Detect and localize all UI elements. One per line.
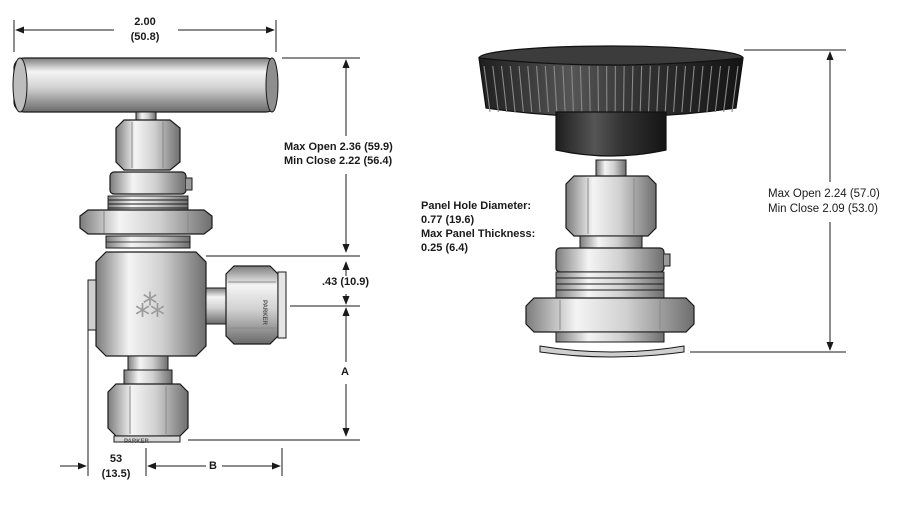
- knurl-ridge: [598, 66, 599, 112]
- left-valve: ⁂: [13, 58, 286, 442]
- bottom-offset-mm: (13.5): [96, 467, 136, 481]
- panel-hole-label: Panel Hole Diameter:: [421, 199, 531, 213]
- dim-a-label: A: [341, 365, 349, 379]
- center-offset: .43 (10.9): [322, 275, 369, 289]
- bottom-port-fitting: [108, 356, 188, 442]
- right-max-open: Max Open 2.24 (57.0): [768, 187, 880, 201]
- t-handle: [13, 58, 278, 112]
- panel-thickness-label: Max Panel Thickness:: [421, 227, 535, 241]
- knurled-knob: [479, 46, 743, 117]
- handle-width-mm: (50.8): [110, 30, 180, 44]
- left-min-close: Min Close 2.22 (56.4): [284, 154, 392, 168]
- svg-text:⁂: ⁂: [135, 290, 165, 323]
- dim-b-label: B: [209, 459, 217, 473]
- handle-width-inch: 2.00: [110, 15, 180, 29]
- right-min-close: Min Close 2.09 (53.0): [768, 202, 878, 216]
- panel-thickness-value: 0.25 (6.4): [421, 241, 468, 255]
- panel-nut: [80, 210, 212, 234]
- valve-body: ⁂: [88, 252, 206, 356]
- panel-hole-value: 0.77 (19.6): [421, 213, 474, 227]
- panel-threads: [556, 272, 664, 298]
- upper-hex-nut: [116, 120, 180, 170]
- left-max-open: Max Open 2.36 (59.9): [284, 140, 393, 154]
- bottom-offset-inch: 53: [96, 452, 136, 466]
- bottom-port-marking: PARKER: [124, 435, 149, 449]
- side-port-marking: PARKER: [257, 300, 271, 325]
- knurl-ridge: [624, 66, 625, 112]
- side-port-fitting: [206, 266, 286, 344]
